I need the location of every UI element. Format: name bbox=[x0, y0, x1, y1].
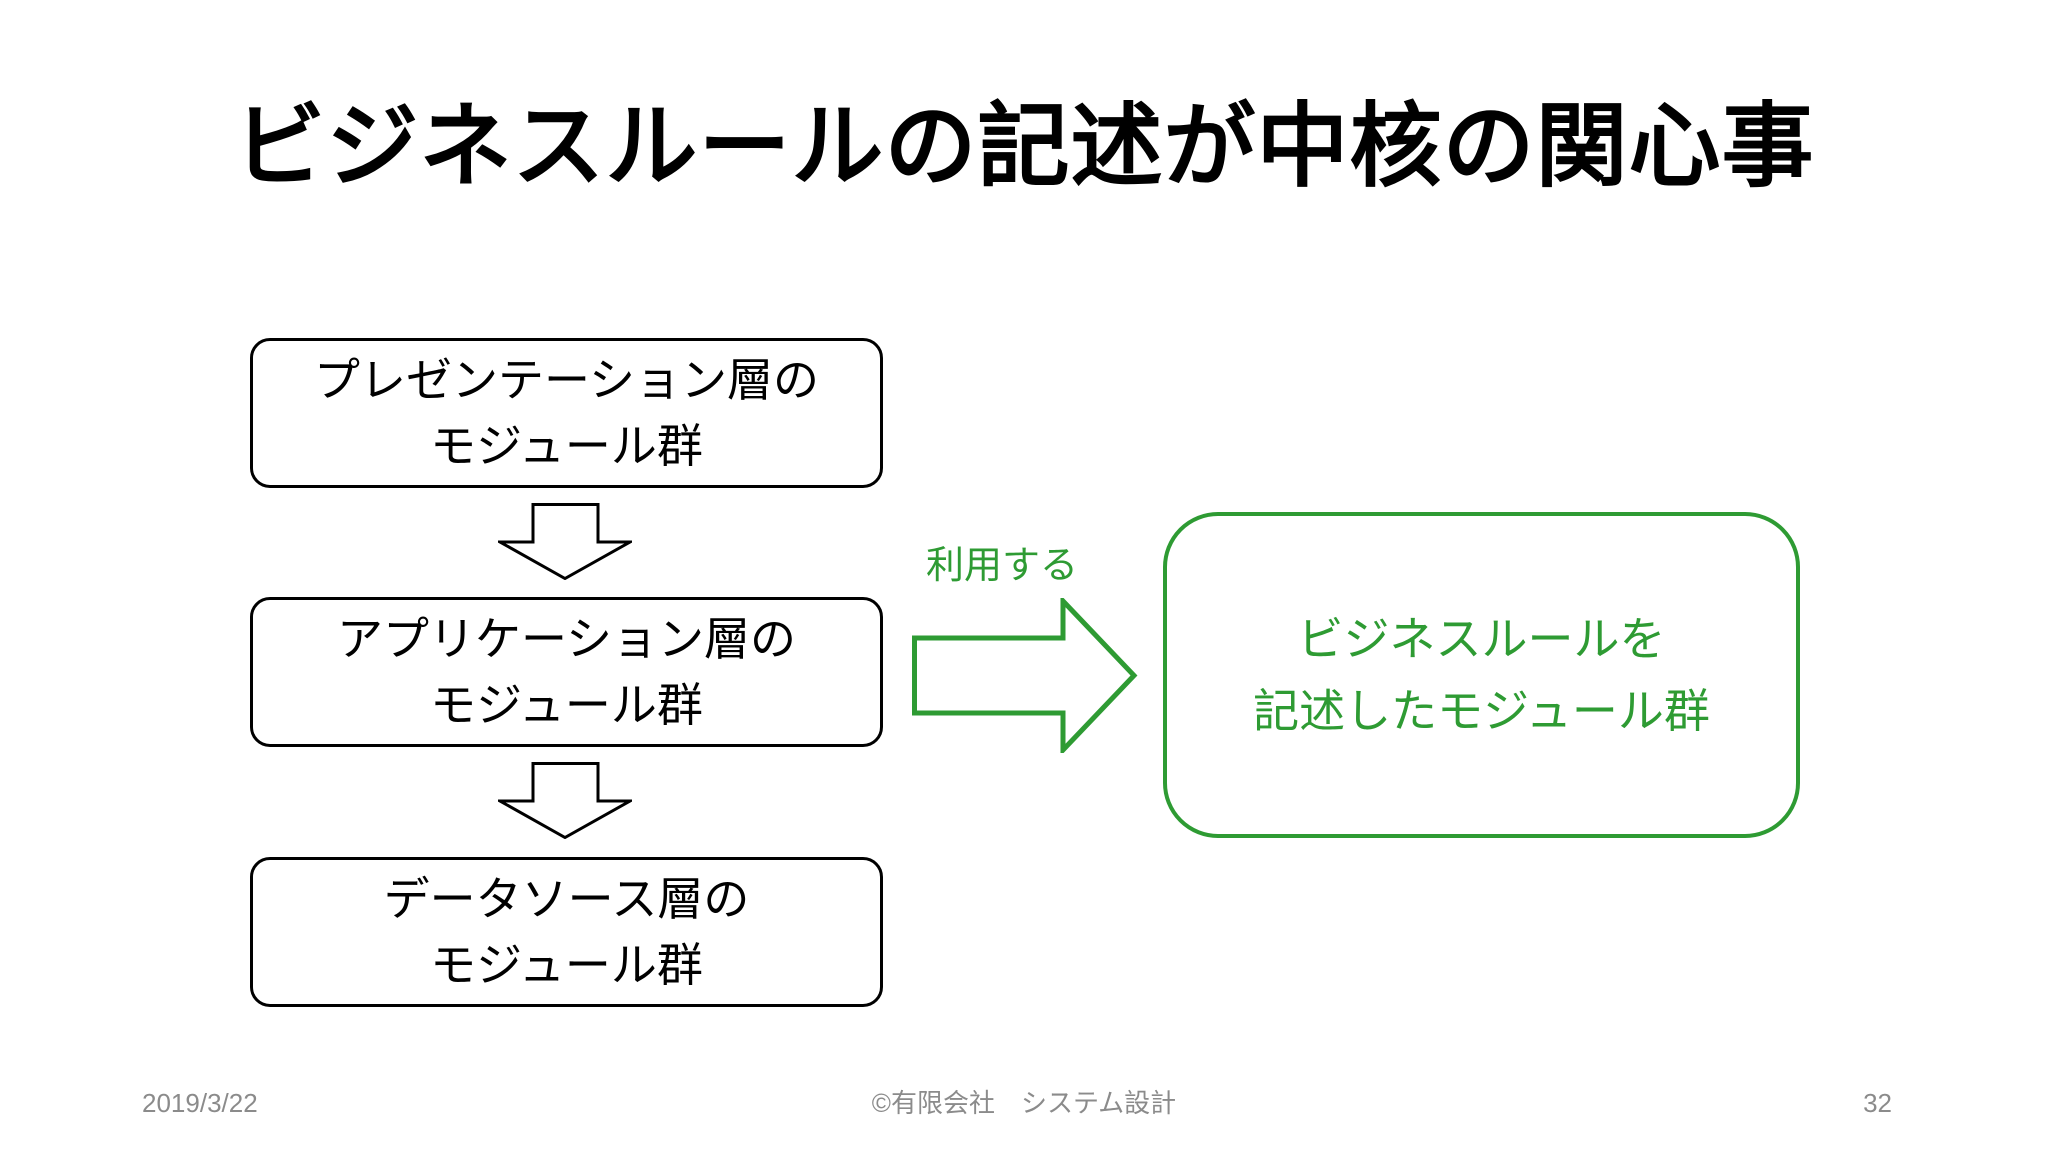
slide-title: ビジネスルールの記述が中核の関心事 bbox=[233, 96, 1815, 198]
uses-arrow-label: 利用する bbox=[926, 545, 1079, 587]
footer-page-number: 32 bbox=[1863, 1088, 1892, 1118]
presentation-layer-box: プレゼンテーション層の モジュール群 bbox=[250, 338, 883, 488]
footer-date: 2019/3/22 bbox=[142, 1088, 258, 1118]
presentation-layer-label-line2: モジュール群 bbox=[430, 420, 703, 472]
right-arrow-icon bbox=[912, 598, 1138, 753]
presentation-layer-label-line1: プレゼンテーション層の bbox=[313, 354, 820, 406]
business-rules-label-line2: 記述したモジュール群 bbox=[1253, 685, 1710, 737]
business-rules-label-line1: ビジネスルールを bbox=[1297, 613, 1666, 665]
application-layer-box: アプリケーション層の モジュール群 bbox=[250, 597, 883, 747]
datasource-layer-label-line1: データソース層の bbox=[383, 873, 750, 925]
down-arrow-icon bbox=[498, 762, 632, 839]
datasource-layer-box: データソース層の モジュール群 bbox=[250, 857, 883, 1007]
footer-copyright: ©有限会社 システム設計 bbox=[871, 1088, 1177, 1118]
application-layer-label-line1: アプリケーション層の bbox=[336, 613, 797, 665]
datasource-layer-label-line2: モジュール群 bbox=[430, 939, 703, 991]
business-rules-box: ビジネスルールを 記述したモジュール群 bbox=[1163, 512, 1800, 838]
application-layer-label-line2: モジュール群 bbox=[430, 679, 703, 731]
down-arrow-icon bbox=[498, 503, 632, 580]
